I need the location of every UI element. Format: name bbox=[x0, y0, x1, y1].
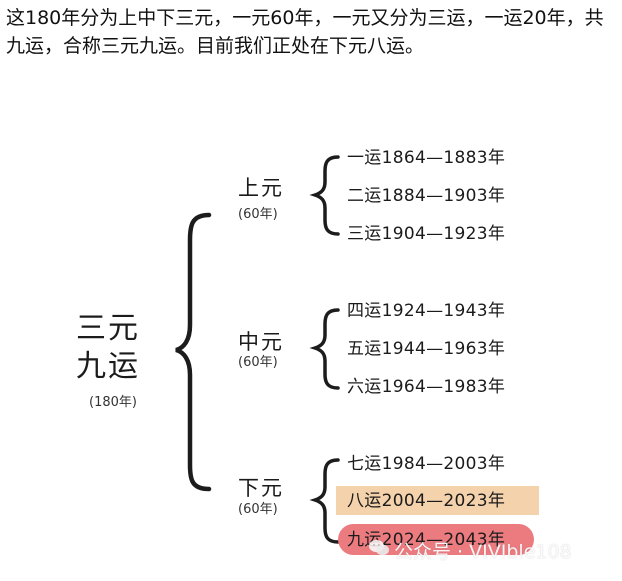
intro-line-1: 这180年分为上中下三元，一元60年，一元又分为三运，一运20年，共 bbox=[6, 7, 604, 29]
period-1: 一运1864—1883年 bbox=[347, 148, 506, 168]
period-5: 五运1944—1963年 bbox=[347, 339, 506, 359]
intro-paragraph: 这180年分为上中下三元，一元60年，一元又分为三运，一运20年，共 九运，合称… bbox=[6, 4, 622, 60]
group-name-lower: 下元 bbox=[238, 476, 284, 500]
group-note-middle: (60年) bbox=[238, 355, 278, 370]
root-title-line-1: 三元 bbox=[76, 311, 140, 346]
next-period-highlight bbox=[338, 524, 534, 555]
period-2: 二运1884—1903年 bbox=[347, 186, 506, 206]
group-name-middle: 中元 bbox=[238, 330, 284, 354]
watermark-text: 公众号 · VIVIble108 bbox=[394, 541, 572, 563]
root-brace bbox=[175, 212, 212, 492]
period-9-next: 九运2024—2043年 bbox=[347, 530, 506, 550]
lower-brace bbox=[309, 458, 340, 544]
middle-brace bbox=[309, 308, 340, 390]
period-3: 三运1904—1923年 bbox=[347, 224, 506, 244]
intro-line-2: 九运，合称三元九运。目前我们正处在下元八运。 bbox=[6, 35, 425, 57]
period-6: 六运1964—1983年 bbox=[347, 377, 506, 397]
group-note-lower: (60年) bbox=[238, 502, 278, 517]
root-title-line-2: 九运 bbox=[76, 349, 140, 384]
group-note-upper: (60年) bbox=[238, 207, 278, 222]
period-8-current: 八运2004—2023年 bbox=[347, 491, 506, 511]
root-note: (180年) bbox=[89, 395, 137, 410]
group-name-upper: 上元 bbox=[238, 176, 284, 200]
period-4: 四运1924—1943年 bbox=[347, 301, 506, 321]
period-7: 七运1984—2003年 bbox=[347, 454, 506, 474]
upper-brace bbox=[309, 155, 340, 236]
current-period-highlight bbox=[336, 486, 539, 515]
wechat-icon bbox=[369, 540, 389, 556]
